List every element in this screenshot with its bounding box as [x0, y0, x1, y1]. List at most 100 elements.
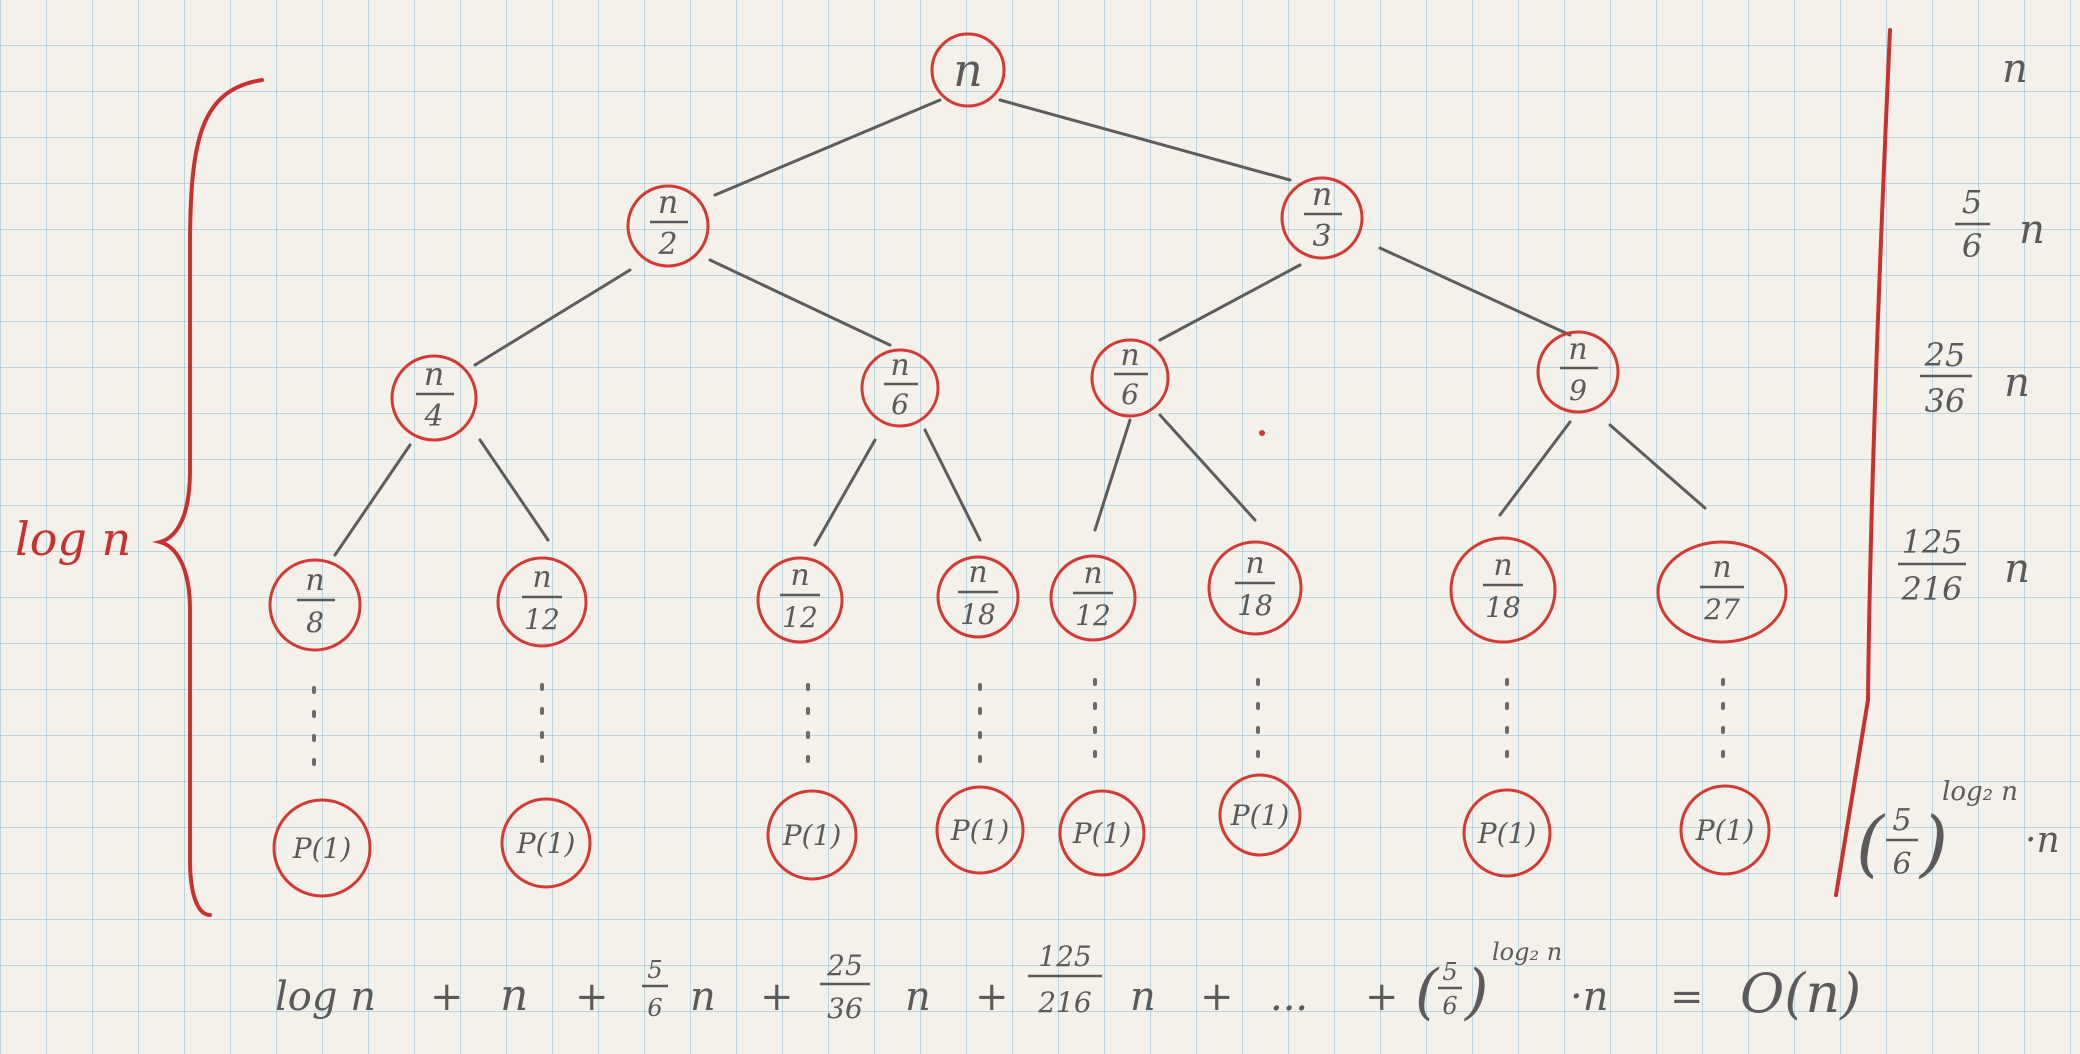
- paren-open: (: [1415, 957, 1440, 1027]
- edge: [1158, 263, 1302, 342]
- edge: [1378, 246, 1572, 337]
- level-cost-num: 5: [1962, 183, 1982, 221]
- edge: [708, 258, 892, 347]
- node-numerator: n: [424, 355, 445, 393]
- tree-node-level3: n 8: [268, 558, 362, 652]
- tree-node-level2: n 9: [1536, 330, 1620, 414]
- level-cost-last: ( 5 6 ) log₂ n ·n: [1856, 777, 2060, 885]
- sum-frac-num: 125: [1038, 940, 1091, 973]
- height-label: log n: [15, 512, 131, 566]
- leaf-label: P(1): [1230, 799, 1290, 832]
- node-denominator: 9: [1569, 374, 1587, 407]
- edge: [473, 268, 632, 367]
- equals: =: [1670, 974, 1704, 1020]
- level-cost-var: n: [2004, 546, 2030, 592]
- sum-frac-den: 6: [647, 994, 662, 1022]
- node-numerator: n: [1568, 332, 1587, 367]
- plus: +: [975, 974, 1009, 1020]
- node-numerator: n: [1083, 556, 1102, 591]
- edge: [713, 98, 942, 197]
- node-numerator: n: [1312, 175, 1333, 213]
- edge: [998, 98, 1292, 182]
- tree-node-level3: n 12: [496, 556, 588, 648]
- tree-edges: [333, 98, 1707, 557]
- edge: [1498, 420, 1572, 517]
- sum-term-n: n: [500, 970, 528, 1021]
- level-cost-num: 25: [1924, 336, 1966, 374]
- stray-mark: [1259, 430, 1265, 436]
- leaf-label: P(1): [1477, 817, 1537, 850]
- total-sum-equation: log n + n + 5 6 n + 25 36 n + 125 216 n …: [275, 938, 1861, 1027]
- tree-node-level2: n 4: [390, 354, 478, 442]
- level-cost-num: 125: [1901, 523, 1962, 561]
- level-cost-var: n: [2019, 207, 2045, 253]
- leaf-node: P(1): [1462, 788, 1552, 878]
- node-numerator: n: [658, 183, 679, 221]
- level-cost: 125 216 n: [1898, 523, 2030, 608]
- node-denominator: 27: [1703, 593, 1740, 626]
- continuation-dots: [312, 678, 1725, 772]
- node-numerator: n: [968, 555, 987, 590]
- node-numerator: n: [305, 563, 324, 598]
- leaf-label: P(1): [1072, 817, 1132, 850]
- sum-result: O(n): [1740, 962, 1861, 1025]
- leaf-label: P(1): [292, 832, 352, 865]
- node-denominator: 18: [1237, 589, 1273, 622]
- edge: [1093, 418, 1132, 532]
- node-numerator: n: [1493, 548, 1512, 583]
- edge: [813, 438, 877, 547]
- plus: +: [430, 974, 464, 1020]
- node-numerator: n: [532, 560, 551, 595]
- node-denominator: 4: [423, 399, 443, 434]
- last-cost-suffix: ·n: [2025, 820, 2060, 861]
- tree-node-level3: n 27: [1656, 540, 1788, 644]
- edge: [333, 443, 412, 557]
- node-denominator: 12: [782, 601, 818, 634]
- paren-open: (: [1856, 801, 1886, 885]
- tree-node-level1: n 3: [1280, 175, 1364, 260]
- height-brace: log n: [15, 78, 264, 917]
- node-numerator: n: [1245, 546, 1264, 581]
- node-numerator: n: [790, 558, 809, 593]
- tree-node-level3: n 18: [936, 555, 1020, 639]
- leaf-label: P(1): [516, 827, 576, 860]
- node-numerator: n: [890, 348, 909, 383]
- sum-frac-num: 5: [1442, 958, 1457, 986]
- leaf-label: P(1): [782, 819, 842, 852]
- node-label: n: [953, 43, 983, 97]
- node-denominator: 18: [1485, 591, 1521, 624]
- paren-close: ): [1463, 957, 1488, 1027]
- sum-frac-den: 6: [1442, 992, 1457, 1020]
- level-cost-den: 36: [1925, 382, 1966, 420]
- last-cost-den: 6: [1892, 847, 1911, 882]
- tree-node-root: n: [930, 32, 1006, 108]
- last-cost-num: 5: [1892, 803, 1911, 838]
- leaf-node: P(1): [272, 798, 372, 898]
- tree-node-level3: n 12: [756, 556, 844, 644]
- level-cost: 25 36 n: [1920, 336, 2030, 420]
- level-costs: n 5 6 n 25 36 n 125 216 n ( 5 6 ) log₂ n…: [1856, 46, 2060, 885]
- node-numerator: n: [1120, 338, 1139, 373]
- node-numerator: n: [1712, 550, 1731, 585]
- node-denominator: 3: [1312, 219, 1331, 254]
- sum-frac-num: 25: [826, 949, 863, 982]
- tree-node-level3: n 18: [1449, 536, 1557, 644]
- tree-node-level3: n 12: [1049, 554, 1137, 642]
- plus: +: [575, 974, 609, 1020]
- level-cost: n: [2002, 46, 2028, 92]
- level-cost-den: 216: [1900, 570, 1962, 608]
- sum-term-log: log n: [275, 974, 376, 1020]
- sum-var: n: [690, 974, 716, 1020]
- edge: [1608, 423, 1707, 510]
- leaf-node: P(1): [1218, 773, 1302, 857]
- leaf-node: P(1): [1679, 784, 1771, 876]
- node-denominator: 12: [524, 603, 560, 636]
- leaf-node: P(1): [500, 797, 592, 889]
- sum-frac-den: 36: [827, 992, 863, 1025]
- level-cost: 5 6 n: [1955, 183, 2045, 265]
- level-cost-var: n: [2002, 46, 2028, 92]
- node-denominator: 12: [1075, 599, 1111, 632]
- leaf-label: P(1): [950, 814, 1010, 847]
- plus: +: [760, 974, 794, 1020]
